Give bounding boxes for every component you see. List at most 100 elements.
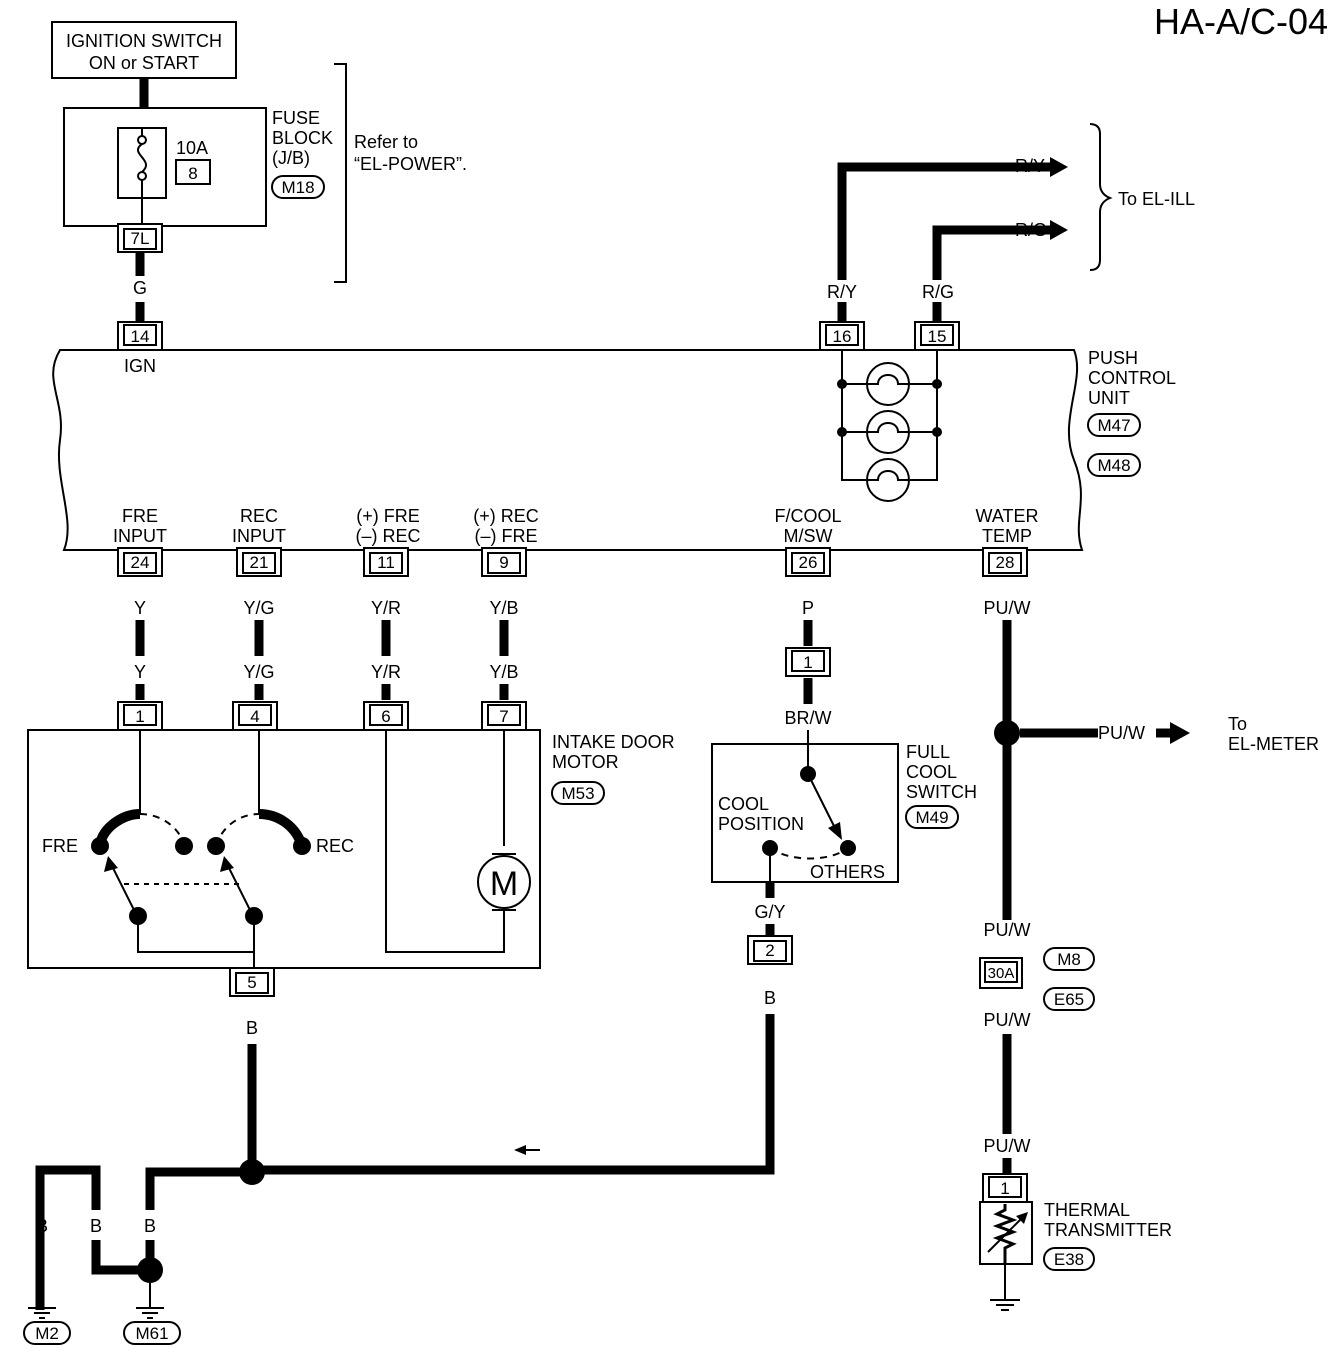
svg-text:M47: M47 xyxy=(1097,416,1130,435)
svg-text:R/Y: R/Y xyxy=(827,282,857,302)
svg-text:M/SW: M/SW xyxy=(784,526,833,546)
svg-text:THERMAL: THERMAL xyxy=(1044,1200,1130,1220)
svg-text:PU/W: PU/W xyxy=(984,1010,1031,1030)
illumination-bulbs xyxy=(837,350,942,502)
svg-text:M8: M8 xyxy=(1057,950,1081,969)
svg-text:M18: M18 xyxy=(281,178,314,197)
svg-text:Y/B: Y/B xyxy=(489,662,518,682)
svg-text:SWITCH: SWITCH xyxy=(906,782,977,802)
svg-text:M2: M2 xyxy=(35,1324,59,1343)
svg-text:7: 7 xyxy=(499,707,508,726)
svg-text:(–) REC: (–) REC xyxy=(355,526,420,546)
svg-text:1: 1 xyxy=(135,707,144,726)
svg-text:REC: REC xyxy=(240,506,278,526)
intake-door-motor: 1 4 6 7 FRE REC M INTAKE DOOR xyxy=(27,701,675,997)
svg-text:Y/B: Y/B xyxy=(489,598,518,618)
svg-text:G/Y: G/Y xyxy=(754,902,785,922)
svg-text:INPUT: INPUT xyxy=(232,526,286,546)
svg-text:Y: Y xyxy=(134,598,146,618)
wire-ry-top: R/Y xyxy=(1015,156,1045,176)
svg-text:M48: M48 xyxy=(1097,456,1130,475)
svg-text:(+) REC: (+) REC xyxy=(473,506,539,526)
wire-rg-top: R/G xyxy=(1015,220,1047,240)
full-cool-switch: P 1 BR/W COOL POSITION OTHERS FULL COOL … xyxy=(711,598,977,965)
svg-text:6: 6 xyxy=(381,707,390,726)
svg-text:26: 26 xyxy=(799,553,818,572)
fuse-block: 10A 8 FUSE BLOCK (J/B) M18 xyxy=(63,107,333,227)
svg-text:B: B xyxy=(36,1216,48,1236)
wire-g: G xyxy=(133,278,147,298)
svg-text:FUSE: FUSE xyxy=(272,108,320,128)
svg-text:COOL: COOL xyxy=(906,762,957,782)
svg-text:P: P xyxy=(802,598,814,618)
svg-text:2: 2 xyxy=(765,941,774,960)
ignition-switch: IGNITION SWITCH ON or START xyxy=(51,21,237,79)
svg-text:INTAKE DOOR: INTAKE DOOR xyxy=(552,732,675,752)
wires-to-intake-motor: Y Y/G Y/R Y/B Y Y/G Y/R Y/B xyxy=(134,598,519,700)
svg-text:TEMP: TEMP xyxy=(982,526,1032,546)
svg-text:IGN: IGN xyxy=(124,356,156,376)
pcu-pin-21: REC INPUT 21 xyxy=(232,506,286,577)
svg-text:(–) FRE: (–) FRE xyxy=(475,526,538,546)
wire-puw-meter: PU/W xyxy=(1098,723,1145,743)
fuse-refer: Refer to xyxy=(354,132,418,152)
pcu-pin-11: (+) FRE (–) REC 11 xyxy=(355,506,421,577)
svg-text:FRE: FRE xyxy=(122,506,158,526)
svg-text:4: 4 xyxy=(250,707,259,726)
svg-text:EL-METER: EL-METER xyxy=(1228,734,1319,754)
svg-text:Y/R: Y/R xyxy=(371,598,401,618)
svg-text:BR/W: BR/W xyxy=(785,708,832,728)
svg-text:TRANSMITTER: TRANSMITTER xyxy=(1044,1220,1172,1240)
svg-text:F/COOL: F/COOL xyxy=(774,506,841,526)
svg-text:24: 24 xyxy=(131,553,150,572)
svg-text:M61: M61 xyxy=(135,1324,168,1343)
svg-text:(+) FRE: (+) FRE xyxy=(356,506,420,526)
svg-text:INPUT: INPUT xyxy=(113,526,167,546)
pcu-pin-24: FRE INPUT 24 xyxy=(113,506,167,577)
svg-text:B: B xyxy=(246,1018,258,1038)
svg-text:UNIT: UNIT xyxy=(1088,388,1130,408)
pin-14: 14 xyxy=(131,327,150,346)
pin-15: 15 xyxy=(928,327,947,346)
svg-text:Y/R: Y/R xyxy=(371,662,401,682)
svg-text:BLOCK: BLOCK xyxy=(272,128,333,148)
svg-text:11: 11 xyxy=(377,553,395,572)
svg-text:M: M xyxy=(490,865,518,903)
svg-text:COOL: COOL xyxy=(718,794,769,814)
pcu-pin-28: WATER TEMP 28 xyxy=(976,506,1039,577)
svg-text:28: 28 xyxy=(996,553,1015,572)
svg-text:PU/W: PU/W xyxy=(984,1136,1031,1156)
svg-text:FRE: FRE xyxy=(42,836,78,856)
page-id: HA-A/C-04 xyxy=(1154,1,1328,42)
pin-7L: 7L xyxy=(131,229,150,248)
svg-text:WATER: WATER xyxy=(976,506,1039,526)
svg-text:ON or START: ON or START xyxy=(89,53,199,73)
svg-text:OTHERS: OTHERS xyxy=(810,862,885,882)
svg-text:CONTROL: CONTROL xyxy=(1088,368,1176,388)
to-el-meter: To xyxy=(1228,714,1247,734)
svg-text:PU/W: PU/W xyxy=(984,598,1031,618)
pcu-pin-26: F/COOL M/SW 26 xyxy=(774,506,842,577)
svg-text:PU/W: PU/W xyxy=(984,920,1031,940)
svg-text:IGNITION SWITCH: IGNITION SWITCH xyxy=(66,31,222,51)
ground-bus: B B B B B M2 M61 xyxy=(23,988,776,1345)
svg-text:1: 1 xyxy=(803,653,812,672)
to-el-ill: To EL-ILL xyxy=(1118,189,1195,209)
svg-text:FULL: FULL xyxy=(906,742,950,762)
svg-text:(J/B): (J/B) xyxy=(272,148,310,168)
svg-text:B: B xyxy=(144,1216,156,1236)
svg-text:1: 1 xyxy=(1000,1179,1009,1198)
svg-text:Y/G: Y/G xyxy=(243,598,274,618)
svg-text:“EL-POWER”.: “EL-POWER”. xyxy=(354,154,467,174)
svg-text:B: B xyxy=(764,988,776,1008)
svg-text:M53: M53 xyxy=(561,784,594,803)
svg-text:B: B xyxy=(90,1216,102,1236)
water-temp-circuit: PU/W PU/W To EL-METER PU/W 30A M8 E65 PU… xyxy=(979,598,1319,1311)
svg-text:R/G: R/G xyxy=(922,282,954,302)
svg-text:E65: E65 xyxy=(1054,990,1084,1009)
svg-text:E38: E38 xyxy=(1054,1250,1084,1269)
pin-16: 16 xyxy=(833,327,852,346)
svg-text:MOTOR: MOTOR xyxy=(552,752,619,772)
svg-text:Y: Y xyxy=(134,662,146,682)
pcu-pin-9: (+) REC (–) FRE 9 xyxy=(473,506,539,577)
